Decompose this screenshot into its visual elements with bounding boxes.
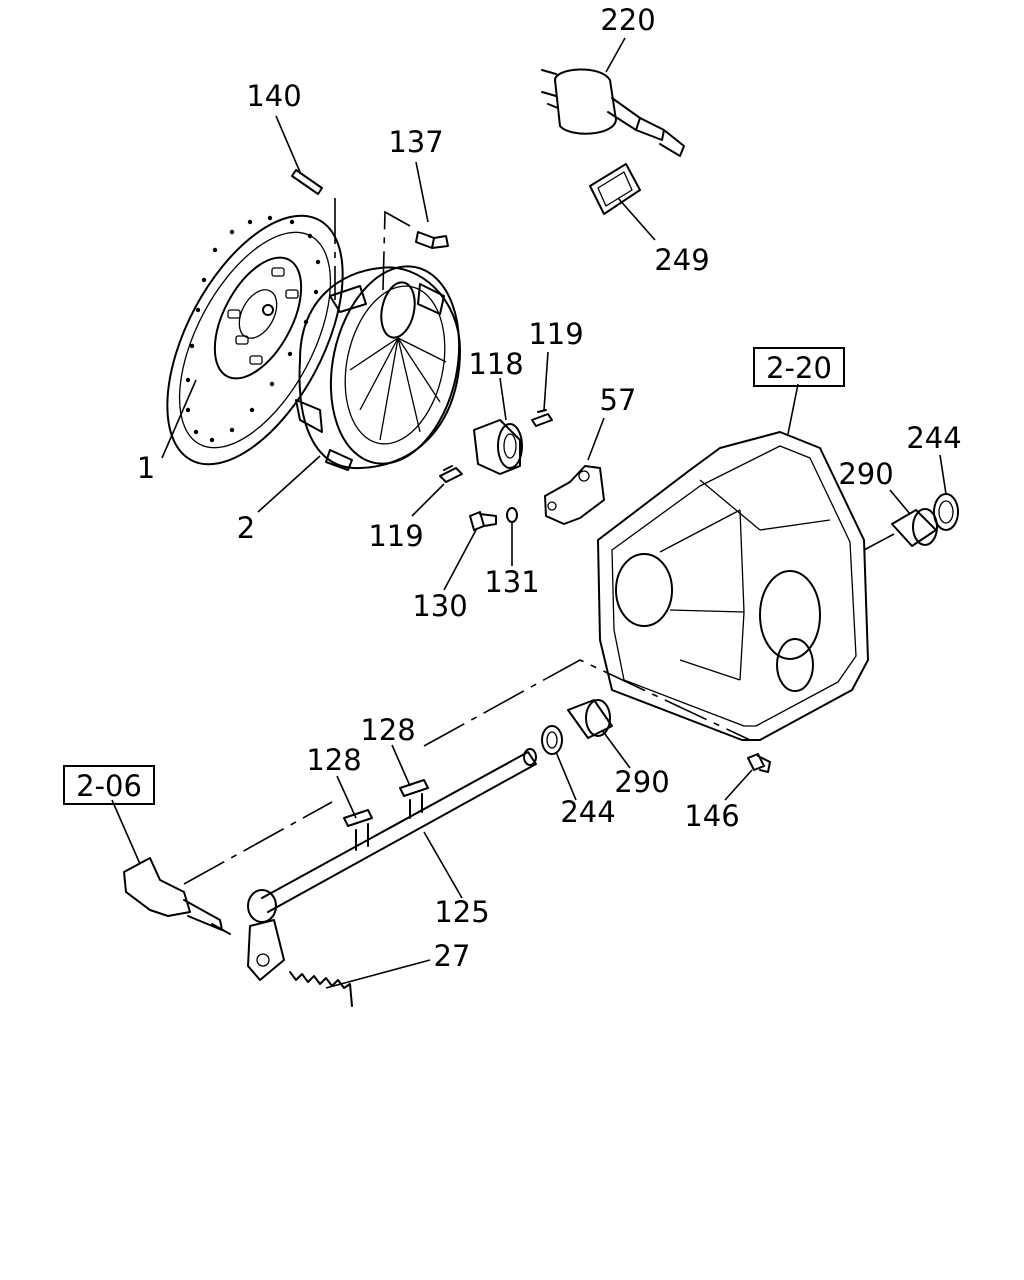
- needle-bearing-upper: [891, 508, 938, 547]
- callout-146: 146: [684, 799, 739, 833]
- callout-118: 118: [468, 347, 523, 381]
- release-fork-bolt: [469, 511, 497, 531]
- release-fork-washer: [506, 507, 518, 523]
- ref-label-2-06: 2-06: [76, 769, 142, 803]
- oil-seal-upper: [933, 493, 959, 531]
- release-shaft: [247, 748, 537, 981]
- pressure-plate-bolt: [415, 231, 449, 249]
- ref-box-2-06[interactable]: 2-06: [63, 765, 155, 805]
- dowel-pin: [291, 169, 323, 195]
- callout-57: 57: [600, 383, 637, 417]
- callout-130: 130: [412, 589, 467, 623]
- shaft-key-left: [343, 809, 373, 851]
- callout-249: 249: [654, 243, 709, 277]
- callout-244-lower: 244: [560, 795, 615, 829]
- needle-bearing-lower: [567, 699, 613, 739]
- housing-bolt: [747, 753, 771, 773]
- callout-128-left: 128: [306, 743, 361, 777]
- callout-125: 125: [434, 895, 489, 929]
- callout-119-lower: 119: [368, 519, 423, 553]
- callout-labels: 220 140 137 249 119 118 57 244 290 1 2 1…: [137, 3, 962, 973]
- clutch-housing: [597, 431, 869, 741]
- return-spring: [289, 971, 353, 1007]
- release-bearing-clip-upper: [531, 409, 553, 427]
- slave-cylinder: [123, 857, 231, 935]
- callout-27: 27: [434, 939, 471, 973]
- callout-220: 220: [600, 3, 655, 37]
- release-bearing: [473, 419, 523, 475]
- callout-137: 137: [388, 125, 443, 159]
- callout-290-lower: 290: [614, 765, 669, 799]
- callout-128-right: 128: [360, 713, 415, 747]
- clutch-booster: [541, 68, 685, 157]
- release-fork: [544, 465, 605, 525]
- booster-gasket: [589, 163, 641, 215]
- callout-290-upper: 290: [838, 457, 893, 491]
- callout-1: 1: [137, 451, 155, 485]
- release-bearing-clip-lower: [439, 465, 463, 483]
- oil-seal-lower: [541, 725, 563, 755]
- callout-2: 2: [237, 511, 255, 545]
- callout-131: 131: [484, 565, 539, 599]
- leader-lines: [111, 37, 947, 989]
- callout-119-upper: 119: [528, 317, 583, 351]
- ref-label-2-20: 2-20: [766, 351, 832, 385]
- callout-140: 140: [246, 79, 301, 113]
- ref-box-2-20[interactable]: 2-20: [753, 347, 845, 387]
- shaft-key-right: [399, 779, 429, 819]
- callout-244-upper: 244: [906, 421, 961, 455]
- pressure-plate: [295, 265, 461, 471]
- clutch-disc: [166, 214, 344, 466]
